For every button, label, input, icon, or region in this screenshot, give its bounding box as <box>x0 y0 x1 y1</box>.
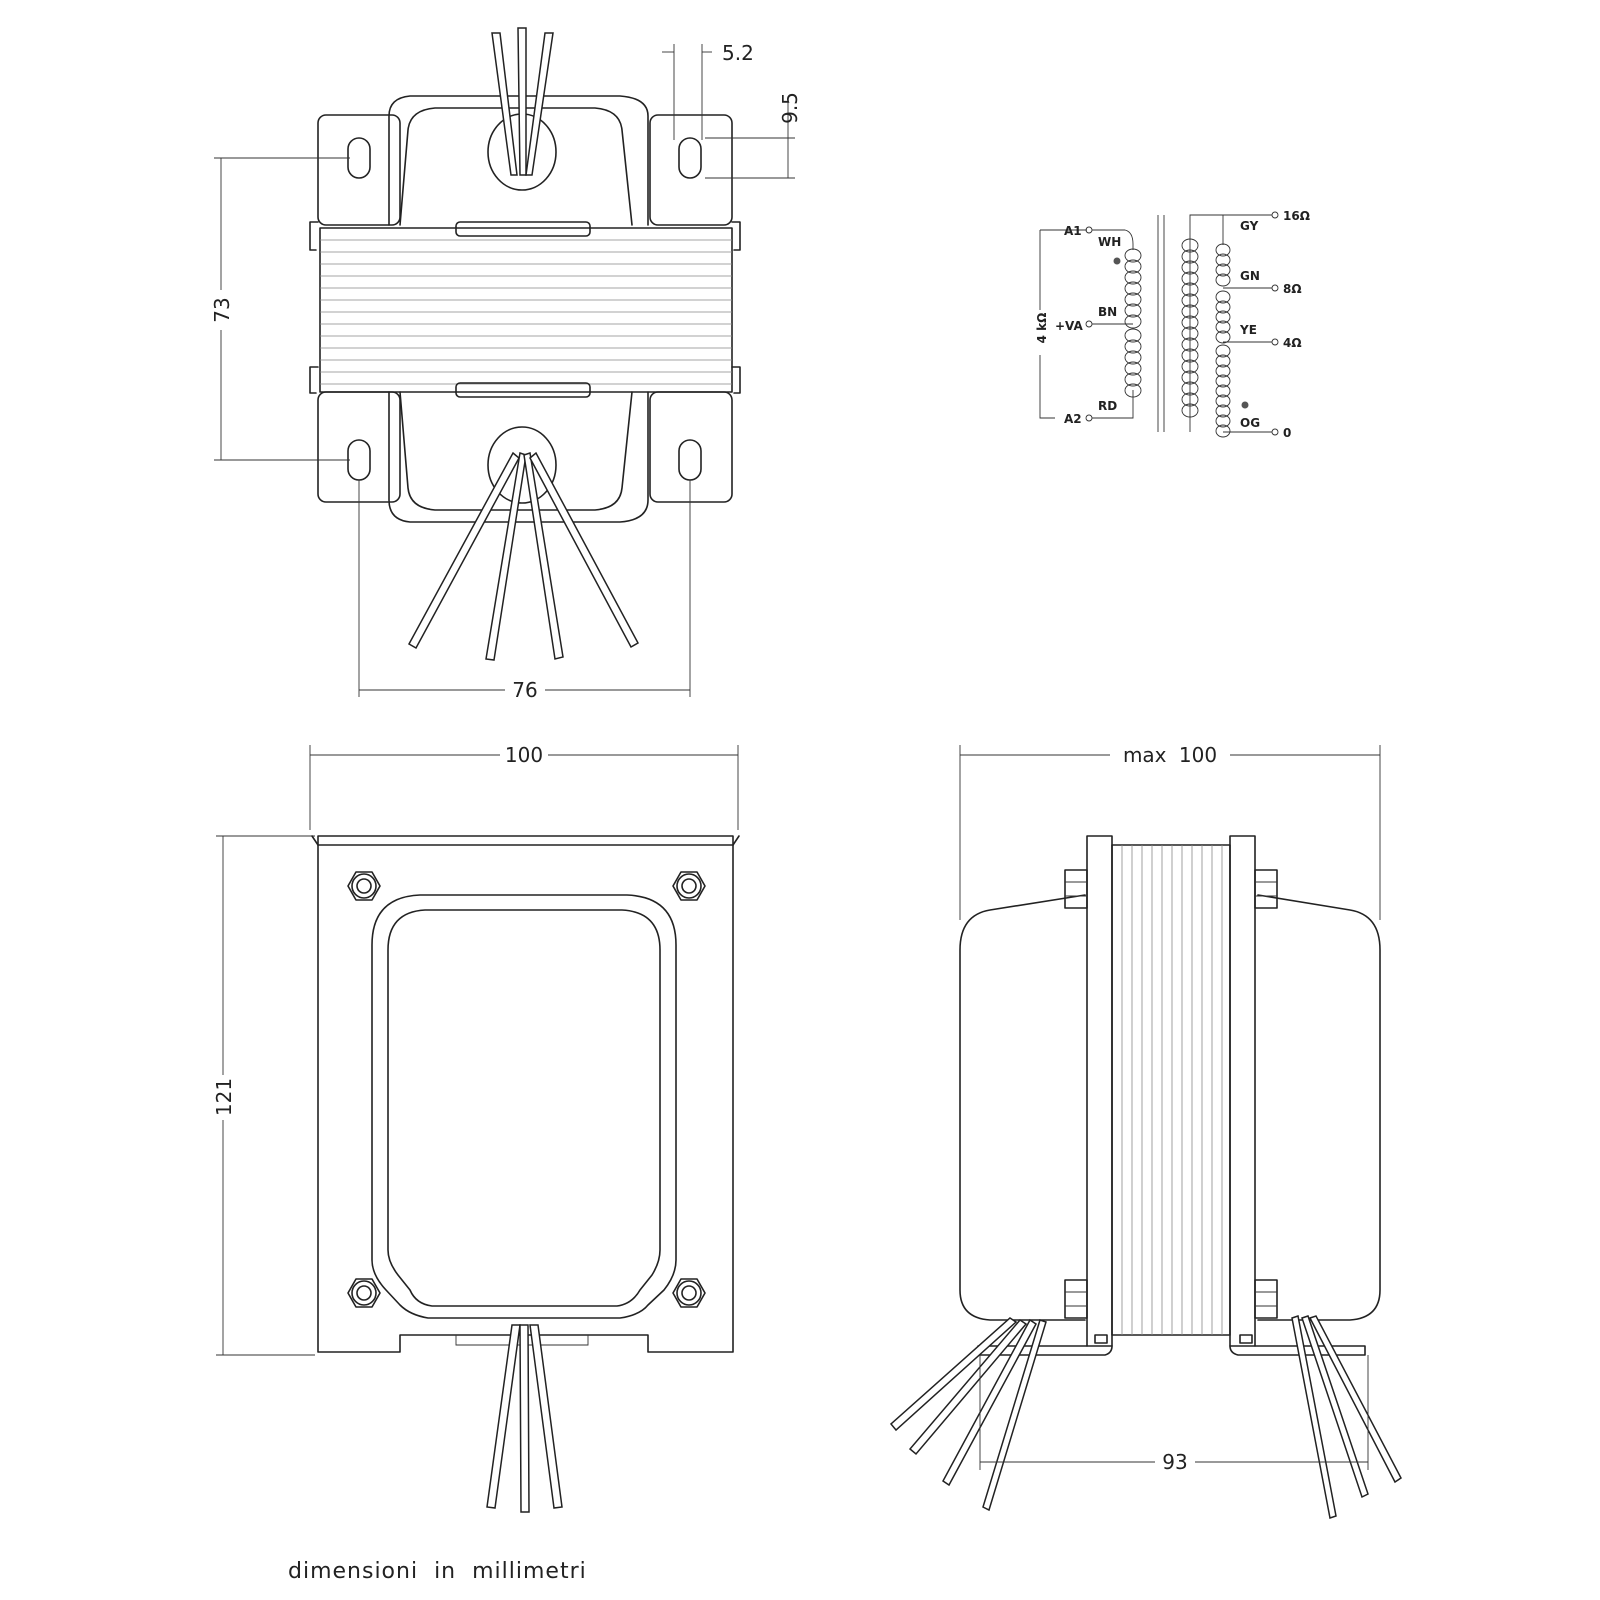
dim-base-side: 93 <box>1162 1450 1187 1474</box>
coil-turn <box>1181 370 1199 385</box>
dim-slot-width: 5.2 <box>722 41 754 65</box>
label-va: +VA <box>1055 319 1084 333</box>
coil-turn <box>1181 293 1199 308</box>
label-a1: A1 <box>1064 224 1082 238</box>
coil-turn <box>1215 344 1231 358</box>
core-laminations <box>320 239 732 385</box>
coil-turn <box>1181 238 1199 253</box>
primary-coil <box>1124 248 1142 398</box>
label-ye: YE <box>1239 323 1257 337</box>
wiring-schematic: A1 +VA A2 WH BN RD 4 kΩ GY GN YE OG 16Ω … <box>1035 209 1310 440</box>
coil-turn <box>1215 330 1231 344</box>
dim-hole-spacing: 76 <box>512 678 537 702</box>
bottom-lead-wires <box>407 451 640 661</box>
coil-turn <box>1181 315 1199 330</box>
front-bolts <box>347 871 706 1308</box>
coil-turn <box>1124 303 1142 318</box>
coil-turn <box>1181 304 1199 319</box>
coil-turn <box>1124 383 1142 398</box>
dim-width-side: max 100 <box>1123 743 1217 767</box>
label-a2: A2 <box>1064 412 1082 426</box>
coil-turn <box>1215 354 1231 368</box>
label-8ohm: 8Ω <box>1283 282 1302 296</box>
side-bolts <box>1064 869 1278 1319</box>
dim-height-top: 73 <box>210 297 234 322</box>
units-note: dimensioni in millimetri <box>288 1559 587 1584</box>
coil-turn <box>1215 320 1231 334</box>
core-laminations-side <box>1121 845 1223 1335</box>
coil-turn <box>1215 394 1231 408</box>
top-lead-wires <box>491 27 554 176</box>
coil-turn <box>1124 350 1142 365</box>
label-impedance: 4 kΩ <box>1035 313 1049 344</box>
coil-turn <box>1124 314 1142 329</box>
coil-turn <box>1215 253 1231 267</box>
coil-turn <box>1215 414 1231 428</box>
label-0: 0 <box>1283 426 1291 440</box>
dim-width-front: 100 <box>505 743 543 767</box>
coil-turn <box>1181 260 1199 275</box>
coil-turn <box>1215 263 1231 277</box>
coil-turn <box>1124 281 1142 296</box>
coil-turn <box>1181 271 1199 286</box>
coil-turn <box>1215 273 1231 287</box>
coil-turn <box>1124 339 1142 354</box>
coil-turn <box>1215 290 1231 304</box>
coil-turn <box>1181 381 1199 396</box>
secondary-coil <box>1181 238 1231 438</box>
label-16ohm: 16Ω <box>1283 209 1310 223</box>
front-lead-wires <box>486 1324 563 1513</box>
coil-turn <box>1181 326 1199 341</box>
coil-turn <box>1124 248 1142 263</box>
label-og: OG <box>1240 416 1260 430</box>
label-gy: GY <box>1240 219 1259 233</box>
dim-slot-offset: 9.5 <box>778 92 802 124</box>
side-lead-wires <box>889 1315 1402 1519</box>
coil-turn <box>1124 372 1142 387</box>
coil-turn <box>1181 282 1199 297</box>
coil-turn <box>1181 249 1199 264</box>
coil-turn <box>1215 424 1231 438</box>
coil-turn <box>1215 364 1231 378</box>
coil-turn <box>1124 361 1142 376</box>
coil-turn <box>1124 270 1142 285</box>
dim-height-front: 121 <box>212 1078 236 1116</box>
coil-turn <box>1215 374 1231 388</box>
label-4ohm: 4Ω <box>1283 336 1302 350</box>
coil-turn <box>1181 348 1199 363</box>
coil-turn <box>1124 259 1142 274</box>
top-view: 5.2 9.5 73 76 <box>210 27 802 702</box>
side-view: max 100 <box>889 743 1402 1519</box>
coil-turn <box>1181 392 1199 407</box>
coil-turn <box>1181 337 1199 352</box>
label-wh: WH <box>1098 235 1121 249</box>
coil-turn <box>1124 292 1142 307</box>
coil-turn <box>1215 300 1231 314</box>
label-bn: BN <box>1098 305 1117 319</box>
front-view: 100 121 <box>212 743 740 1513</box>
coil-turn <box>1181 359 1199 374</box>
coil-turn <box>1215 404 1231 418</box>
label-gn: GN <box>1240 269 1260 283</box>
label-rd: RD <box>1098 399 1117 413</box>
coil-turn <box>1215 384 1231 398</box>
coil-turn <box>1181 403 1199 418</box>
coil-turn <box>1124 328 1142 343</box>
coil-turn <box>1215 243 1231 257</box>
coil-turn <box>1215 310 1231 324</box>
